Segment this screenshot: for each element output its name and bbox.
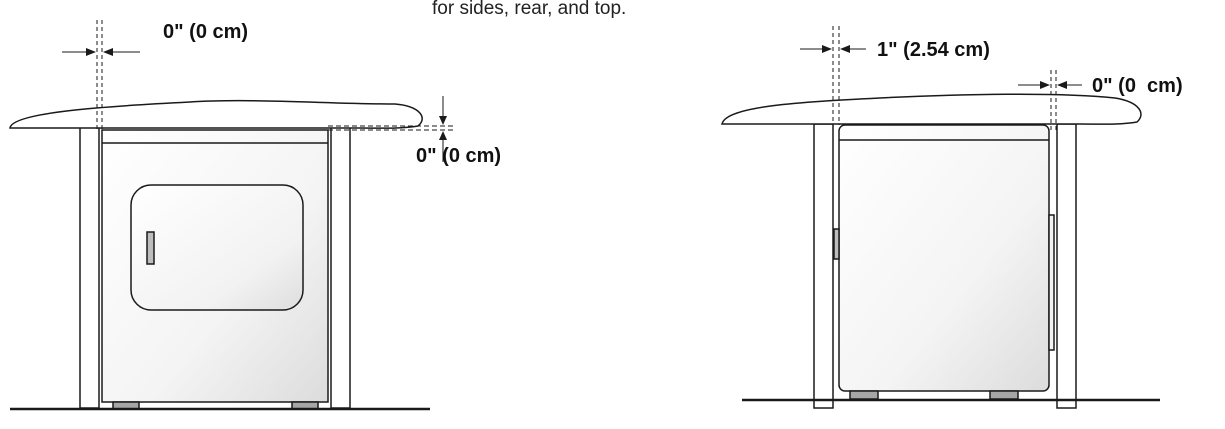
front-door-handle xyxy=(146,231,155,265)
front-side-clearance-label: 0" (0 cm) xyxy=(163,21,248,43)
front-view xyxy=(9,99,430,411)
side-rear-wall xyxy=(1056,123,1077,409)
side-door-handle xyxy=(833,228,840,260)
front-dimension-marks xyxy=(62,20,455,162)
front-dryer-door xyxy=(130,184,304,311)
side-view xyxy=(721,93,1160,409)
side-front-arrowhead-right xyxy=(840,45,850,53)
side-rear-clearance-label: 0" (0 cm) xyxy=(1092,75,1183,97)
side-rear-arrowhead-left xyxy=(1040,81,1050,89)
side-rear-foot xyxy=(989,390,1019,400)
caption-text: for sides, rear, and top. xyxy=(432,0,626,19)
side-front-clearance-label: 1" (2.54 cm) xyxy=(877,39,990,61)
front-right-wall xyxy=(330,111,351,409)
front-side-arrowhead-right xyxy=(103,48,113,56)
front-top-clearance-label: 0" (0 cm) xyxy=(416,145,501,167)
front-countertop xyxy=(9,99,423,129)
front-top-arrowhead-down xyxy=(439,116,447,125)
side-front-wall xyxy=(813,123,834,409)
front-side-arrowhead-left xyxy=(86,48,96,56)
front-top-arrowhead-up xyxy=(439,131,447,140)
side-dryer-cabinet xyxy=(838,124,1050,392)
side-dimension-marks xyxy=(800,26,1082,130)
front-left-wall xyxy=(79,111,100,409)
side-countertop xyxy=(721,93,1142,125)
side-rear-vent xyxy=(1048,214,1055,351)
side-front-arrowhead-left xyxy=(822,45,832,53)
side-rear-arrowhead-right xyxy=(1057,81,1067,89)
side-front-foot xyxy=(849,390,879,400)
